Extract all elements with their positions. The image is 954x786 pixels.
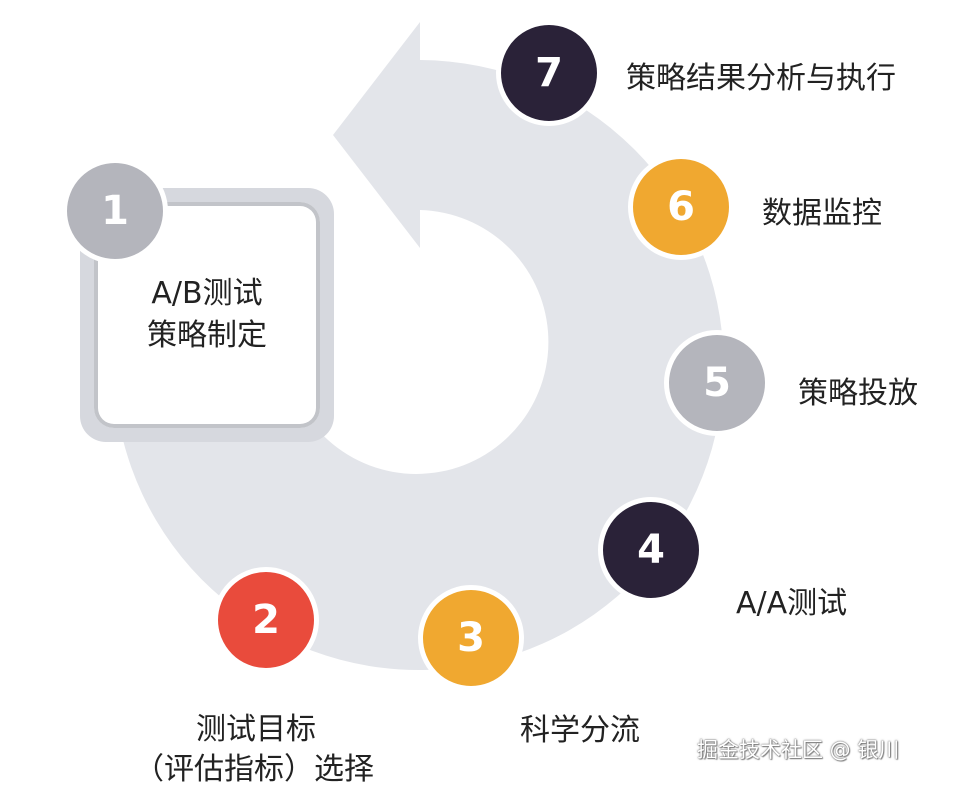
step-3-circle: 3 xyxy=(418,585,524,691)
step-1-number: 1 xyxy=(101,188,129,234)
watermark-text: 掘金技术社区 @ 银川 xyxy=(697,738,900,762)
step-7-label: 策略结果分析与执行 xyxy=(626,61,896,96)
step-5-label: 策略投放 xyxy=(798,376,918,411)
step-4-circle: 4 xyxy=(598,497,704,603)
step-4-label: A/A测试 xyxy=(736,586,848,621)
step-1-circle: 1 xyxy=(62,158,168,264)
step-6-circle: 6 xyxy=(628,154,734,260)
step-4-number: 4 xyxy=(637,527,665,573)
step-3-label: 科学分流 xyxy=(520,713,640,748)
step-3-number: 3 xyxy=(457,615,485,661)
step-2-label-line-1: 测试目标 xyxy=(196,712,316,747)
step-6-number: 6 xyxy=(667,184,695,230)
step-2-number: 2 xyxy=(252,597,280,643)
cycle-arrow-shape xyxy=(114,22,724,670)
step-5-number: 5 xyxy=(703,360,731,406)
step-7-number: 7 xyxy=(535,50,563,96)
step-5-circle: 5 xyxy=(664,330,770,436)
step-1-label-line-1: A/B测试 xyxy=(151,276,263,311)
step-2-label-line-2: （评估指标）选择 xyxy=(134,752,374,786)
step-7-circle: 7 xyxy=(496,20,602,126)
step-1-label-line-2: 策略制定 xyxy=(147,318,267,353)
step-2-circle: 2 xyxy=(213,567,319,673)
step-6-label: 数据监控 xyxy=(762,196,882,231)
